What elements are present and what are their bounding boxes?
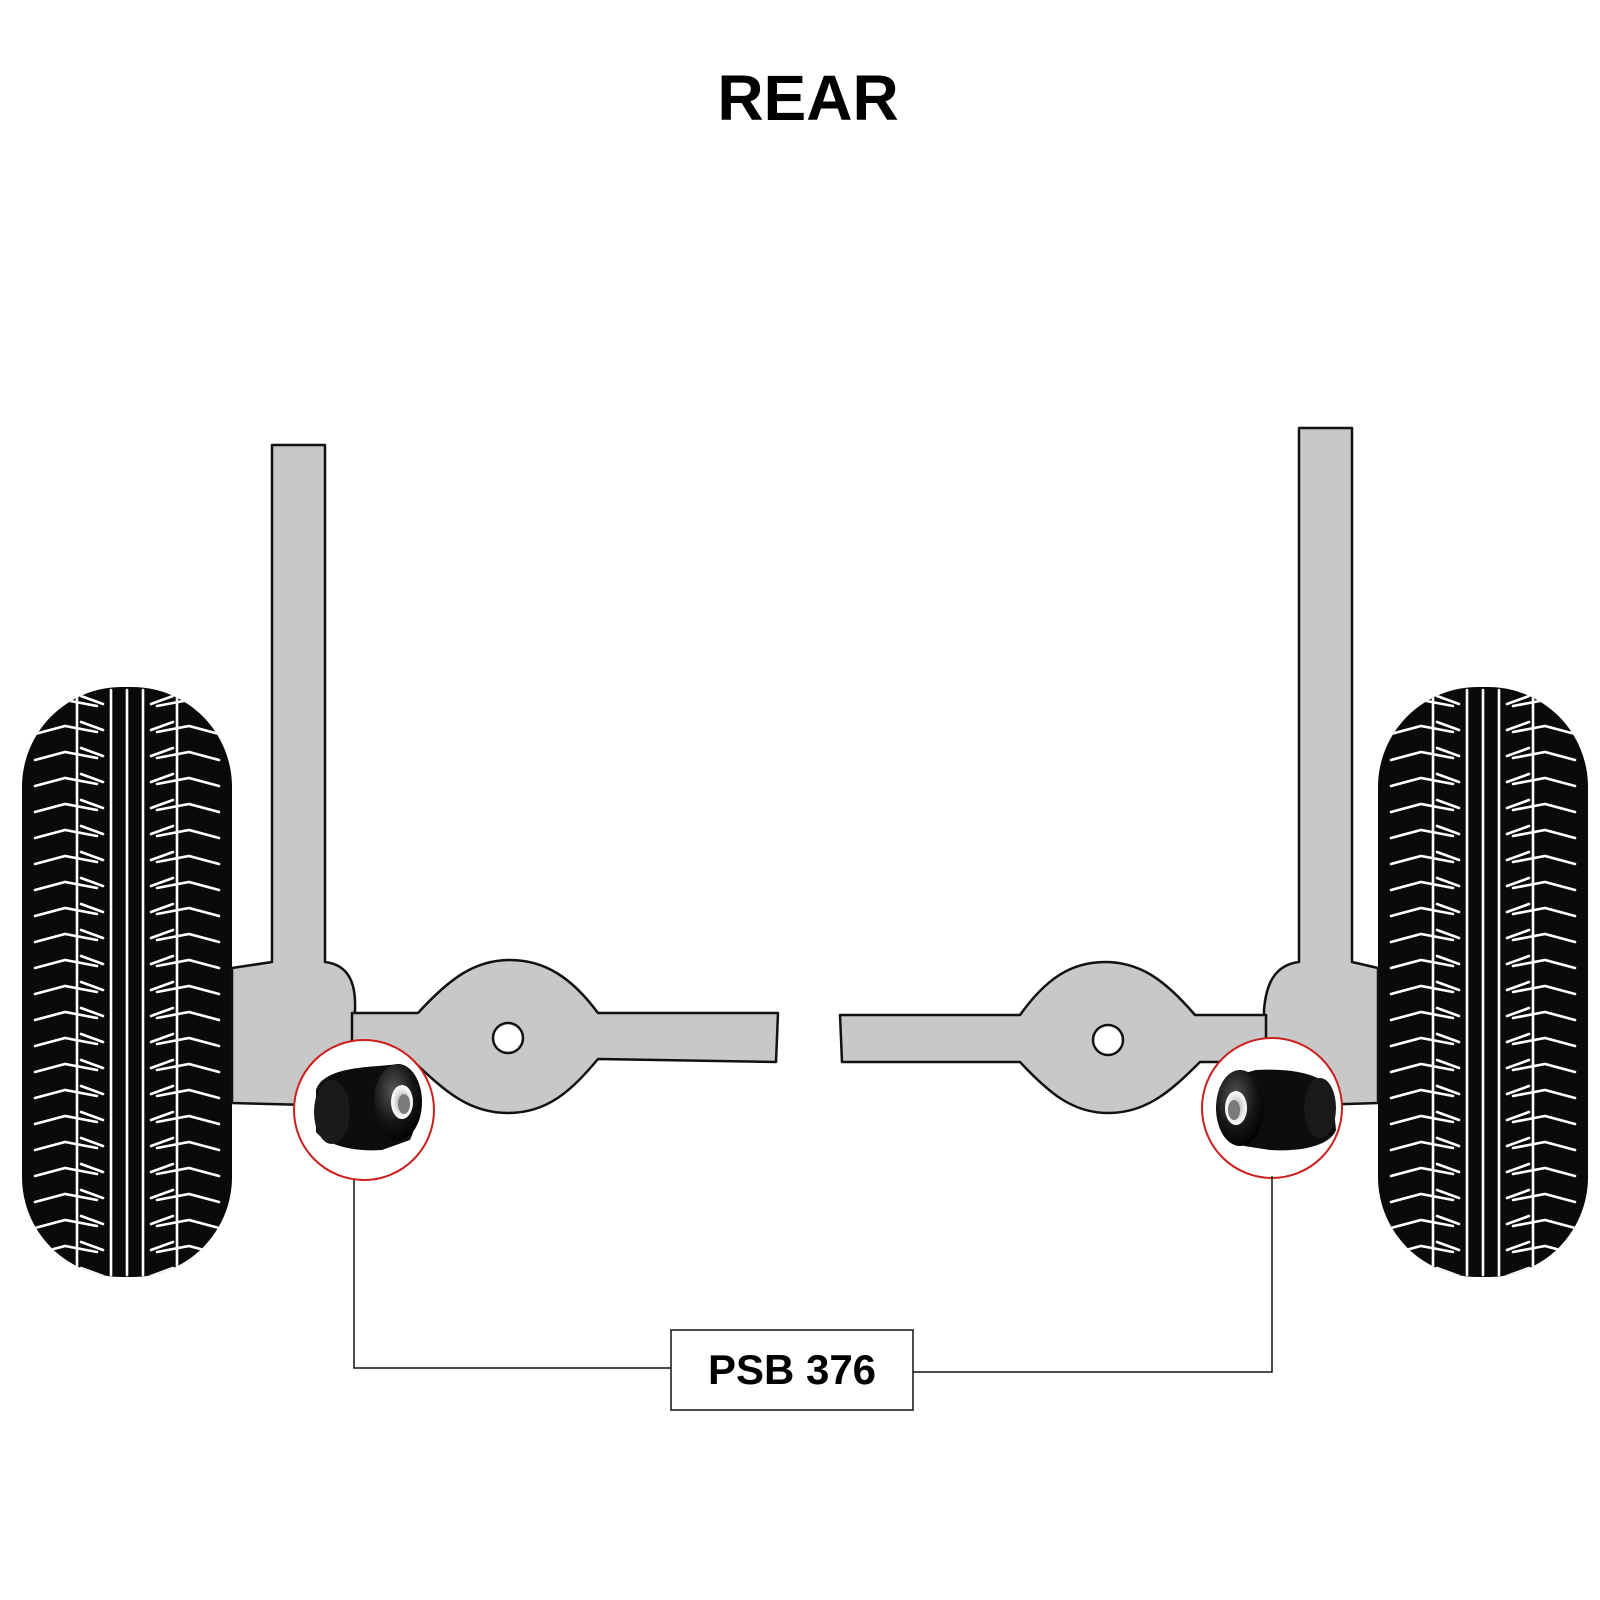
left-bush-callout [293, 1039, 435, 1181]
right-leader-line [912, 1176, 1273, 1373]
part-number-label: PSB 376 [670, 1329, 914, 1411]
diagram-title: REAR [717, 62, 898, 134]
left-lower-arm [350, 958, 780, 1115]
right-lower-arm [838, 960, 1268, 1115]
right-bush-callout [1201, 1037, 1343, 1179]
left-bush-icon [314, 1064, 422, 1151]
left-arm-pivot [491, 1021, 525, 1055]
part-number-text: PSB 376 [708, 1346, 876, 1393]
right-bush-icon [1216, 1069, 1336, 1151]
right-suspension [838, 426, 1380, 1115]
right-tyre [1378, 687, 1588, 1277]
left-suspension [230, 443, 780, 1115]
left-hub-carrier [230, 443, 357, 1107]
left-tyre [22, 687, 232, 1277]
right-arm-pivot [1091, 1023, 1125, 1057]
right-hub-carrier [1262, 426, 1380, 1107]
left-leader-line [353, 1180, 672, 1369]
